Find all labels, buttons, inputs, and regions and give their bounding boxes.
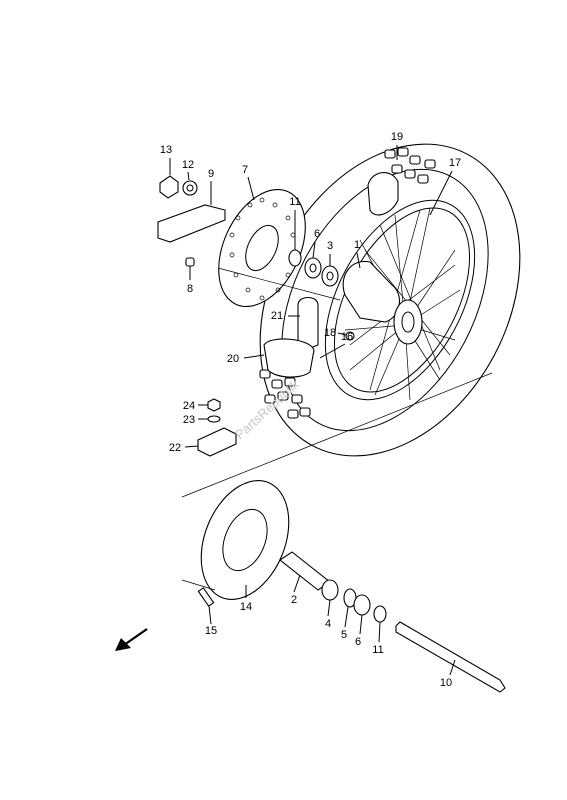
washer-23 bbox=[207, 415, 221, 423]
svg-text:24: 24 bbox=[183, 400, 195, 412]
svg-text:8: 8 bbox=[187, 283, 193, 295]
svg-text:6: 6 bbox=[314, 228, 320, 240]
svg-text:4: 4 bbox=[325, 618, 331, 630]
callout-6-bottom: 6 bbox=[355, 614, 363, 648]
nut-13 bbox=[159, 175, 179, 199]
hub-bearings bbox=[288, 249, 339, 287]
spacer-11-bottom bbox=[373, 605, 387, 623]
hub-flange bbox=[393, 299, 423, 345]
front-arrow-icon bbox=[115, 628, 148, 651]
callout-5: 5 bbox=[341, 606, 349, 641]
svg-text:21: 21 bbox=[271, 310, 283, 322]
svg-text:12: 12 bbox=[182, 159, 194, 171]
callout-21: 21 bbox=[271, 310, 300, 322]
callout-10: 10 bbox=[440, 659, 456, 689]
callout-3: 3 bbox=[327, 240, 333, 266]
callout-4: 4 bbox=[325, 599, 331, 630]
callout-8: 8 bbox=[187, 266, 193, 295]
callout-20: 20 bbox=[227, 353, 265, 365]
svg-text:9: 9 bbox=[208, 168, 214, 180]
callout-19: 19 bbox=[391, 131, 403, 160]
axle-10 bbox=[395, 621, 506, 693]
nut-24 bbox=[207, 398, 221, 412]
hub bbox=[342, 260, 401, 323]
callout-18: 18 bbox=[324, 327, 347, 339]
callout-11-top: 11 bbox=[289, 196, 301, 250]
sprocket bbox=[197, 480, 290, 607]
callout-17: 17 bbox=[429, 157, 461, 216]
hub-small-parts bbox=[157, 175, 226, 267]
svg-text:5: 5 bbox=[341, 629, 347, 641]
callout-7: 7 bbox=[242, 164, 255, 201]
svg-text:17: 17 bbox=[449, 157, 461, 169]
svg-text:11: 11 bbox=[372, 644, 383, 656]
tube-and-rimlock bbox=[263, 296, 355, 378]
callout-9: 9 bbox=[208, 168, 214, 205]
svg-text:19: 19 bbox=[391, 131, 403, 143]
axle-adjuster-9 bbox=[157, 204, 226, 243]
rim-band bbox=[367, 172, 399, 216]
svg-text:22: 22 bbox=[169, 442, 181, 454]
rim-lock-22 bbox=[197, 427, 237, 457]
svg-text:23: 23 bbox=[183, 414, 195, 426]
guide-lines bbox=[181, 267, 493, 591]
callout-13: 13 bbox=[160, 144, 172, 175]
svg-text:7: 7 bbox=[242, 164, 248, 176]
callout-6-top: 6 bbox=[312, 228, 320, 259]
svg-text:13: 13 bbox=[160, 144, 172, 156]
svg-text:18: 18 bbox=[324, 327, 336, 339]
hub-bore bbox=[401, 311, 415, 333]
callout-2: 2 bbox=[291, 574, 301, 606]
svg-text:3: 3 bbox=[327, 240, 333, 252]
svg-text:10: 10 bbox=[440, 677, 452, 689]
bolt-8 bbox=[185, 257, 195, 267]
callout-12: 12 bbox=[182, 159, 194, 181]
svg-text:1: 1 bbox=[354, 239, 360, 251]
callout-11-bottom: 11 bbox=[372, 621, 384, 656]
callout-15: 15 bbox=[205, 605, 217, 637]
svg-text:6: 6 bbox=[355, 636, 361, 648]
bearing-3 bbox=[321, 265, 339, 287]
valve-parts bbox=[197, 398, 237, 457]
bearing-4 bbox=[321, 579, 339, 601]
bolt-15 bbox=[197, 587, 215, 607]
inner-tube-20 bbox=[263, 338, 315, 378]
svg-text:16: 16 bbox=[341, 331, 353, 343]
svg-text:11: 11 bbox=[289, 196, 300, 208]
svg-text:14: 14 bbox=[240, 601, 252, 613]
callout-14: 14 bbox=[240, 585, 252, 613]
spacer-11-top bbox=[288, 249, 302, 267]
callout-23: 23 bbox=[183, 414, 208, 426]
callout-22: 22 bbox=[169, 442, 199, 454]
spacer-2 bbox=[279, 551, 331, 591]
callout-16: 16 bbox=[319, 331, 353, 359]
svg-text:15: 15 bbox=[205, 625, 217, 637]
rim-outer bbox=[324, 199, 476, 401]
washer-12 bbox=[182, 180, 198, 196]
brake-disc bbox=[218, 189, 306, 307]
tire-inner bbox=[281, 168, 489, 432]
bearing-6-bottom bbox=[353, 594, 371, 616]
callout-1: 1 bbox=[354, 239, 361, 269]
bearing-6-top bbox=[304, 257, 322, 279]
callouts: 13 12 9 8 7 11 6 3 1 19 17 21 20 18 16 2… bbox=[160, 131, 461, 689]
rear-wheel bbox=[259, 143, 521, 457]
callout-24: 24 bbox=[183, 400, 208, 412]
svg-text:2: 2 bbox=[291, 594, 297, 606]
svg-text:20: 20 bbox=[227, 353, 239, 365]
rim-lock-nut-18 bbox=[345, 331, 355, 341]
axle-parts bbox=[279, 551, 506, 693]
tread-blocks bbox=[259, 147, 436, 419]
